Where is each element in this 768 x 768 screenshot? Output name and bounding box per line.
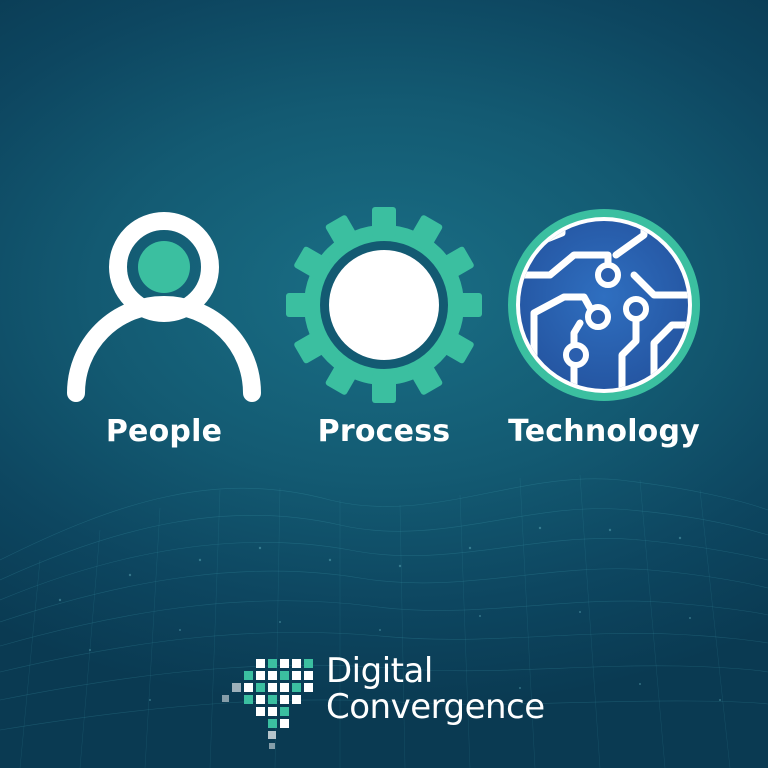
process-label: Process xyxy=(317,414,451,449)
technology-label: Technology xyxy=(508,414,700,449)
gear-icon xyxy=(284,205,484,405)
logo-line-1: Digital xyxy=(326,651,433,691)
logo: Digital Convergence xyxy=(222,653,562,753)
logo-mark-icon xyxy=(222,653,322,753)
logo-wordmark: Digital Convergence xyxy=(326,653,545,725)
person-icon xyxy=(64,205,264,405)
logo-line-2: Convergence xyxy=(326,687,545,727)
people-label: People xyxy=(105,414,223,449)
circuit-icon xyxy=(504,205,704,405)
